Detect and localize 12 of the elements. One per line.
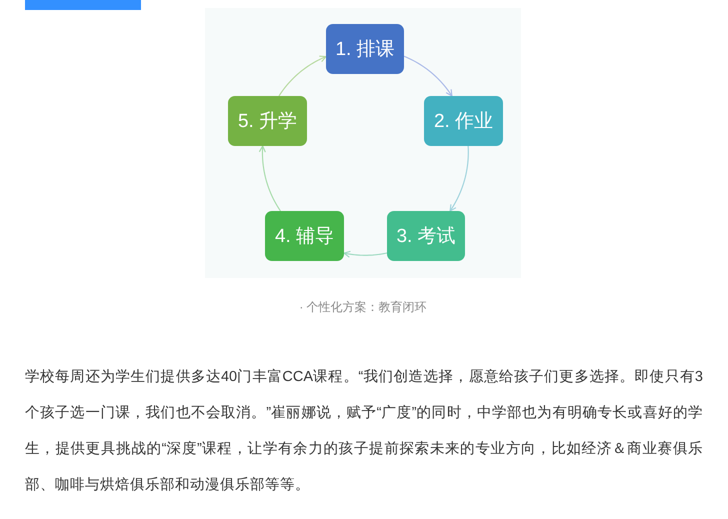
caption: · 个性化方案：教育闭环 — [298, 299, 428, 315]
arrow — [450, 146, 469, 212]
arrow — [278, 56, 327, 96]
arrow — [343, 250, 388, 258]
arrow — [258, 145, 281, 212]
paragraph: 学校每周还为学生们提供多达40门丰富CCA课程。“我们创造选择，愿意给孩子们更多选择。即使只有3个孩子选一门课，我们也不会取消。”崔丽娜说，赋予“广度”的同时，中学部也为有明确专长或喜好的学生，提供更具挑战的“深度”课程，让学有余力的孩子提前探索未来的专业方向，比如经济＆商业赛俱乐部、咖啡与烘焙俱乐部和动漫俱乐部等等。 — [25, 368, 703, 495]
step-box: 3. 考试 — [387, 211, 465, 261]
arrow — [404, 56, 452, 97]
step-box: 4. 辅导 — [265, 211, 344, 261]
step-box: 1. 排课 — [326, 24, 404, 74]
step-box: 2. 作业 — [424, 96, 503, 146]
step-box: 5. 升学 — [228, 96, 307, 146]
